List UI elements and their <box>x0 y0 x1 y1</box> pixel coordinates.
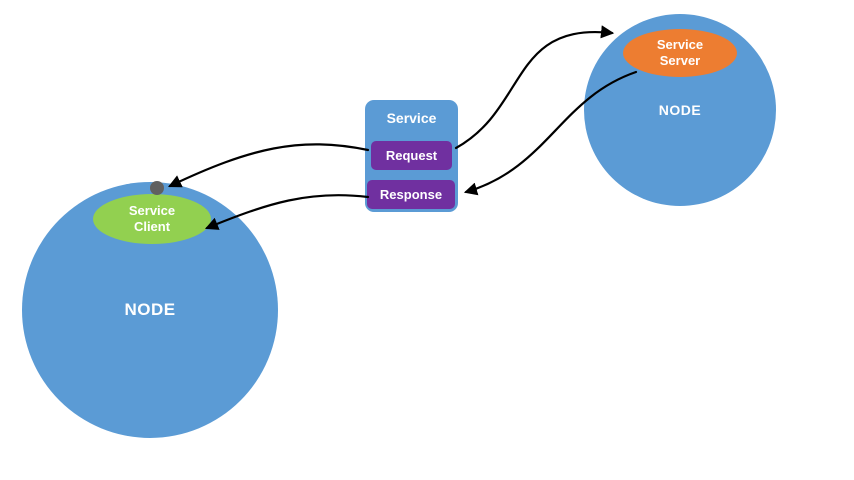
arrow-request-to-node-dot <box>168 143 370 188</box>
service-client-ellipse: Service Client <box>93 194 211 244</box>
right-node-label: NODE <box>658 102 702 118</box>
service-server-label: Service Server <box>656 36 704 68</box>
left-node-label: NODE <box>124 300 176 319</box>
service-client-label: Service Client <box>128 202 176 234</box>
service-server-ellipse: Service Server <box>623 29 737 77</box>
connection-dot <box>150 181 164 195</box>
service-box-title: Service <box>386 110 437 126</box>
request-box: Request <box>371 141 452 170</box>
response-box: Response <box>367 180 455 209</box>
